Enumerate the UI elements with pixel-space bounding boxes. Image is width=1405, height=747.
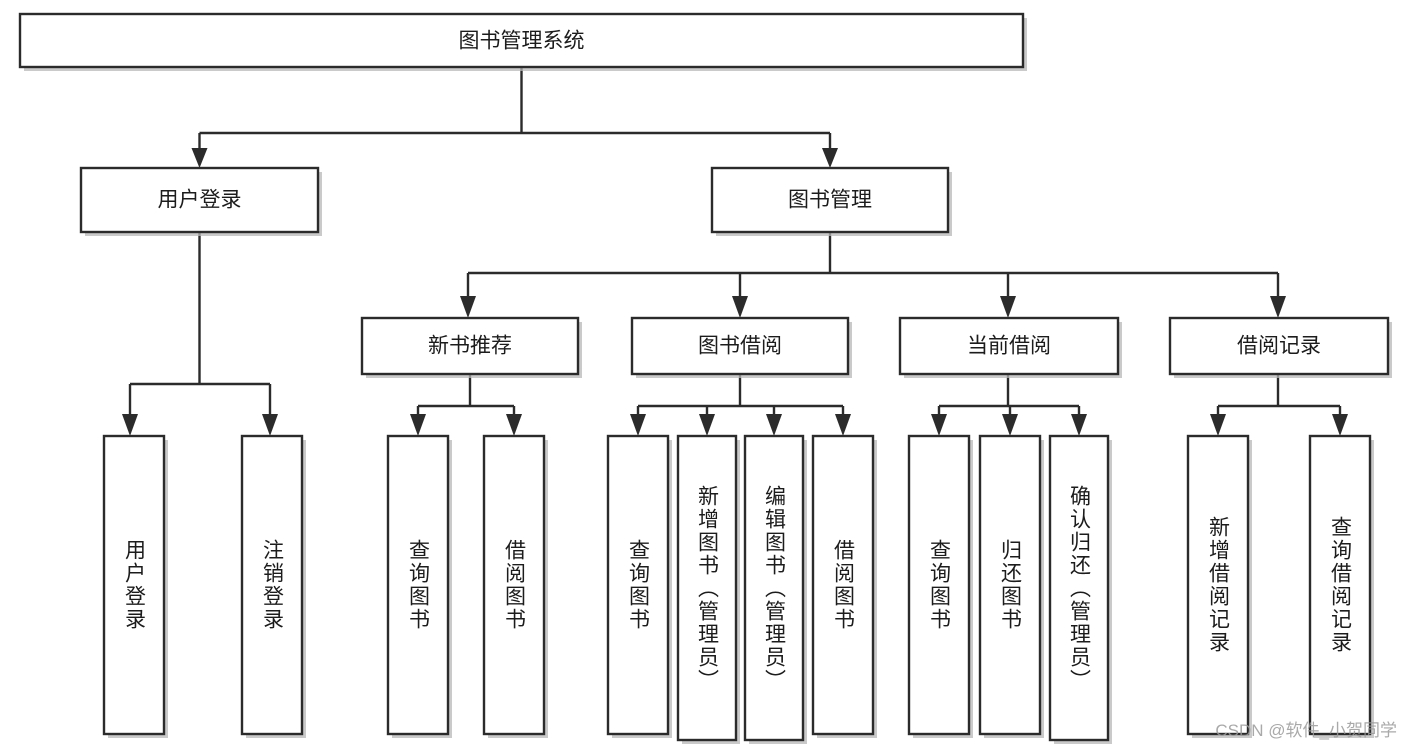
leaf-node-box[interactable] [676, 434, 738, 742]
leaf-node-box[interactable] [743, 434, 805, 742]
node-current-label: 当前借阅 [967, 335, 1051, 358]
node-borrow-label: 图书借阅 [698, 335, 782, 358]
watermark-text: CSDN @软件_小贺同学 [1215, 721, 1397, 740]
arrow-head-borrow-edit [766, 414, 782, 436]
node-root-box[interactable] [18, 12, 1025, 69]
arrow-head-current-query [931, 414, 947, 436]
arrow-head-borrow-add [699, 414, 715, 436]
arrow-head-records-add [1210, 414, 1226, 436]
leaf-node-layer [102, 434, 1374, 744]
leaf-node-box[interactable] [482, 434, 546, 736]
arrow-head-borrow [732, 296, 748, 318]
arrow-head-new-rec [460, 296, 476, 318]
arrow-head-newrec-query [410, 414, 426, 436]
leaf-node-box[interactable] [1186, 434, 1250, 736]
leaf-node-box[interactable] [386, 434, 450, 736]
node-book-mgmt-label: 图书管理 [788, 189, 872, 212]
edge-layer [122, 67, 1348, 436]
leaf-node-box[interactable] [102, 434, 166, 736]
leaf-node-box[interactable] [1308, 434, 1372, 736]
leaf-node-box[interactable] [907, 434, 971, 736]
arrow-head-current-return [1002, 414, 1018, 436]
leaf-node-box[interactable] [1048, 434, 1110, 742]
node-layer: 图书管理系统 用户登录 图书管理 新书推荐 图书借阅 当前借阅 借阅记录 [18, 12, 1392, 378]
arrow-head-borrow-query [630, 414, 646, 436]
arrow-head-current-confirm [1071, 414, 1087, 436]
arrow-head-leaf-logout [262, 414, 278, 436]
arrow-head-borrow-lend [835, 414, 851, 436]
node-borrow-box[interactable] [630, 316, 850, 376]
node-current-box[interactable] [898, 316, 1120, 376]
node-user-login-box[interactable] [79, 166, 320, 234]
arrow-head-leaf-user-login [122, 414, 138, 436]
arrow-head-records [1270, 296, 1286, 318]
leaf-node-box[interactable] [240, 434, 304, 736]
arrow-head-book-mgmt [822, 148, 838, 168]
node-records-box[interactable] [1168, 316, 1390, 376]
node-records-label: 借阅记录 [1237, 335, 1321, 358]
node-root-label: 图书管理系统 [459, 30, 585, 53]
node-new-rec-label: 新书推荐 [428, 335, 512, 358]
arrow-head-user-login [191, 148, 208, 168]
arrow-head-current [1000, 296, 1016, 318]
leaf-node-box[interactable] [811, 434, 875, 736]
node-new-rec-box[interactable] [360, 316, 580, 376]
leaf-node-box[interactable] [606, 434, 670, 736]
arrow-head-newrec-borrow [506, 414, 522, 436]
leaf-node-box[interactable] [978, 434, 1042, 736]
arrow-head-records-query [1332, 414, 1348, 436]
node-user-login-label: 用户登录 [158, 189, 242, 212]
node-book-mgmt-box[interactable] [710, 166, 950, 234]
